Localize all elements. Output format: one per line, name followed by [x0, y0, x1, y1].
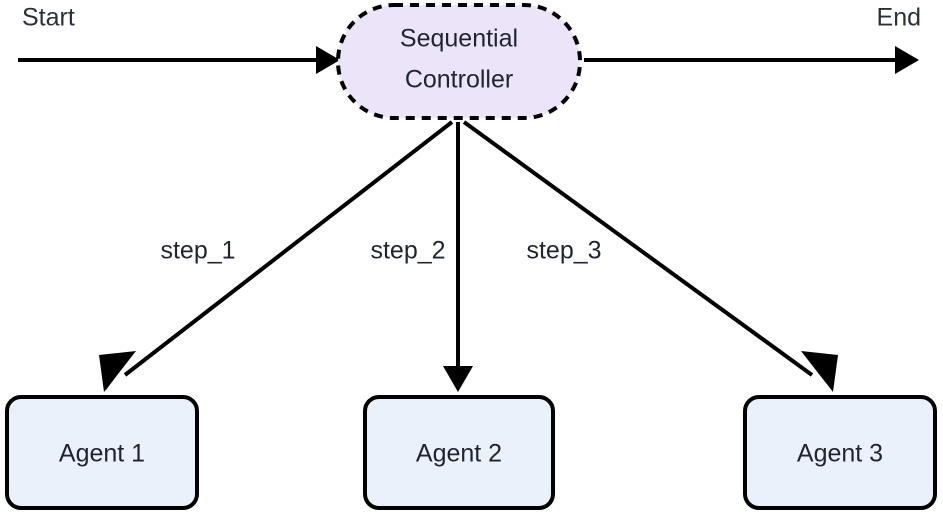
end-edge-arrowhead	[895, 46, 919, 74]
node-agent-1[interactable]: Agent 1	[5, 395, 199, 510]
edge-controller-to-agent-1	[99, 120, 454, 392]
agent-3-shape[interactable]	[743, 395, 937, 510]
edge-label-step-1: step_1	[160, 237, 235, 265]
end-label: End	[877, 4, 921, 32]
edge-label-step-2: step_2	[370, 237, 445, 265]
step-1-edge-arrowhead-fill	[99, 351, 136, 392]
edge-start-to-controller	[18, 46, 340, 74]
agent-2-shape[interactable]	[363, 395, 555, 510]
start-edge-arrowhead	[316, 46, 340, 74]
agent-1-shape[interactable]	[5, 395, 199, 510]
controller-label-line1: Sequential	[400, 25, 518, 53]
start-label: Start	[22, 4, 75, 32]
step-2-edge-arrowhead	[443, 366, 473, 392]
node-agent-2[interactable]: Agent 2	[363, 395, 555, 510]
node-sequential-controller[interactable]: Sequential Controller	[336, 3, 582, 120]
edge-label-step-3: step_3	[526, 237, 601, 265]
controller-shape[interactable]	[336, 3, 582, 120]
agent-1-label: Agent 1	[59, 440, 145, 468]
step-1-edge-line	[123, 120, 454, 377]
agent-3-label: Agent 3	[797, 440, 883, 468]
agent-2-label: Agent 2	[416, 440, 502, 468]
step-3-edge-line	[462, 120, 814, 377]
edge-controller-to-agent-3	[462, 120, 838, 392]
edge-controller-to-end	[584, 46, 919, 74]
controller-label-line2: Controller	[405, 66, 513, 94]
edge-controller-to-agent-2	[443, 122, 473, 392]
step-3-edge-arrowhead	[801, 351, 838, 392]
node-agent-3[interactable]: Agent 3	[743, 395, 937, 510]
